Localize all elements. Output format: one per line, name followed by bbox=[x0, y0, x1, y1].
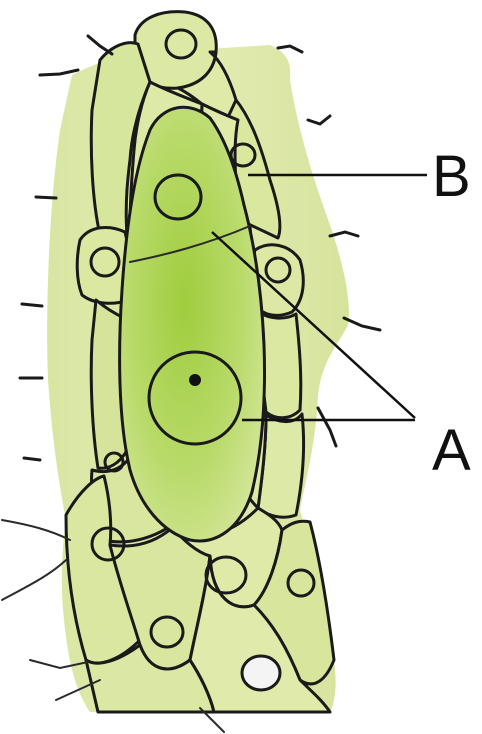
hair bbox=[2, 560, 66, 600]
hair bbox=[308, 116, 330, 124]
hair bbox=[22, 304, 42, 306]
nucleolus bbox=[189, 374, 201, 386]
hair bbox=[318, 408, 336, 446]
hair bbox=[278, 46, 302, 52]
label-b: B bbox=[432, 144, 471, 209]
hair bbox=[24, 458, 40, 460]
hair bbox=[344, 318, 380, 330]
hair bbox=[330, 232, 358, 236]
stomatal-pore bbox=[242, 656, 280, 690]
hair bbox=[2, 520, 70, 540]
hair bbox=[36, 197, 56, 198]
hair bbox=[88, 36, 112, 54]
hair bbox=[40, 70, 78, 75]
label-a: A bbox=[432, 418, 471, 483]
